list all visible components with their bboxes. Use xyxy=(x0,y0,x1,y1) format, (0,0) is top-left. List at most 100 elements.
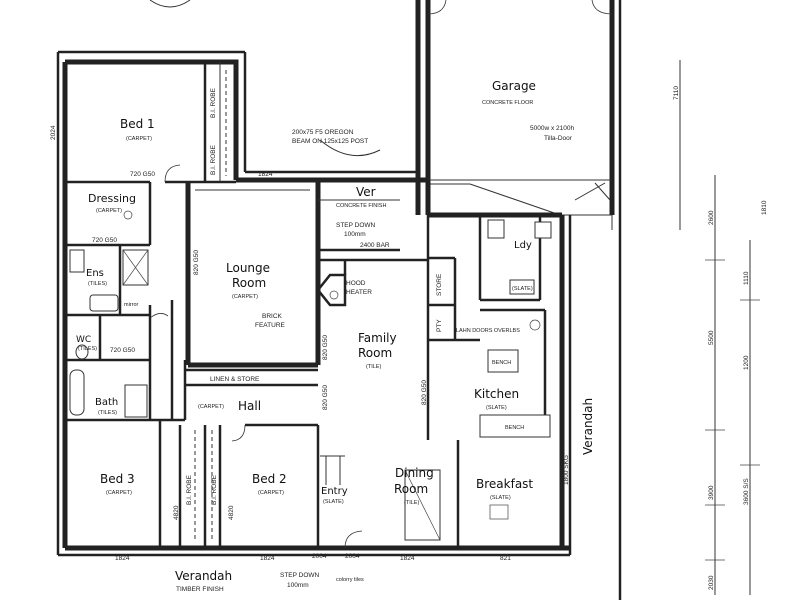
bed2-floor-label: (CARPET) xyxy=(258,490,284,496)
kitchen-bench-label-2: BENCH xyxy=(505,425,524,431)
lounge-title-2: Room xyxy=(232,276,266,290)
garage-floor-label: CONCRETE FLOOR xyxy=(482,100,533,106)
breakfast-area: Breakfast (SLATE) xyxy=(456,440,533,548)
dim-family-door-2: 820 G50 xyxy=(322,385,329,410)
garage-door-type: Tilla-Door xyxy=(544,135,573,142)
bed2-area: Bed 2 (CARPET) B.I. ROBE 4820 xyxy=(203,423,320,548)
ver-bar-label: 2400 BAR xyxy=(360,242,390,249)
dim-right-1200: 1200 xyxy=(743,355,750,370)
brick-feature-line-1: BRICK xyxy=(262,313,283,320)
bath-area: Bath (TILES) xyxy=(65,360,185,422)
bed1-robe-label: B.I. ROBE xyxy=(210,87,217,118)
dim-lounge-top: 1824 xyxy=(258,171,273,178)
linen-store-label: LINEN & STORE xyxy=(210,376,260,383)
hood-heater-line-1: HOOD xyxy=(346,280,366,287)
family-floor-label: (TILE) xyxy=(366,364,381,370)
hall-title: Hall xyxy=(238,399,261,413)
laundry-doors-label: LAHN DOORS OVERLBS xyxy=(456,328,520,334)
verandah-bottom-finish: TIMBER FINISH xyxy=(176,586,224,593)
wc-floor-label: (TILES) xyxy=(78,346,97,352)
dressing-title: Dressing xyxy=(88,192,136,205)
ver-floor-label: CONCRETE FINISH xyxy=(336,203,386,209)
kitchen-area: BENCH BENCH Kitchen (SLATE) xyxy=(474,308,551,438)
kitchen-title: Kitchen xyxy=(474,387,519,401)
dim-right-1110: 1110 xyxy=(743,271,750,285)
ver-step-label: STEP DOWN xyxy=(336,222,376,229)
dim-bottom-1: 1824 xyxy=(115,555,130,562)
bed1-area: B.I. ROBE B.I. ROBE Bed 1 (CARPET) 720 G… xyxy=(120,62,236,184)
bed1-floor-label: (CARPET) xyxy=(126,136,152,142)
hall-area: LINEN & STORE Hall (CARPET) xyxy=(148,300,318,420)
dim-family-door-3: 820 G50 xyxy=(421,380,428,405)
entry-title: Entry xyxy=(321,486,348,497)
bed3-floor-label: (CARPET) xyxy=(106,490,132,496)
bath-floor-label: (TILES) xyxy=(98,410,117,416)
lounge-floor-label: (CARPET) xyxy=(232,294,258,300)
dim-wc-door: 720 G50 xyxy=(110,347,135,354)
dining-area: Dining Room (TILE) xyxy=(394,466,441,541)
hood-heater-line-2: HEATER xyxy=(346,289,372,296)
wc-area: WC (TILES) 720 G50 xyxy=(65,315,150,362)
verandah-right-title: Verandah xyxy=(581,398,595,455)
dim-right-2600: 2600 xyxy=(708,210,715,225)
family-title-2: Room xyxy=(358,346,392,360)
hood-heater: HOOD HEATER xyxy=(316,273,372,307)
ensuite-title: Ens xyxy=(86,268,104,279)
dim-bed2-robe: 4820 xyxy=(228,505,235,520)
dim-right-2030: 2030 xyxy=(708,575,715,590)
dim-bottom-2: 1824 xyxy=(260,555,275,562)
kitchen-bench-label: BENCH xyxy=(492,360,511,366)
ver-area: 200x75 F5 OREGON BEAM ON 125x125 POST Ve… xyxy=(292,129,428,262)
right-dimensions: 7110 2600 5500 3900 2030 1110 1200 3600 … xyxy=(673,60,768,595)
brick-feature-line-2: FEATURE xyxy=(255,322,286,329)
dressing-area: Dressing (CARPET) 720 G50 xyxy=(65,180,152,247)
dim-right-5500: 5500 xyxy=(708,330,715,345)
garage-title: Garage xyxy=(492,79,536,93)
bath-title: Bath xyxy=(95,397,118,408)
dressing-floor-label: (CARPET) xyxy=(96,208,122,214)
garage-door-size: 5000w x 2100h xyxy=(530,125,574,132)
verandah-bottom: Verandah TIMBER FINISH STEP DOWN 100mm c… xyxy=(115,553,511,593)
bed1-title: Bed 1 xyxy=(120,117,155,131)
ensuite-area: Ens (TILES) mirror xyxy=(65,245,150,317)
dining-title-1: Dining xyxy=(395,466,434,480)
dim-dressing: 720 G50 xyxy=(92,237,117,244)
bed1-robe-label-2: B.I. ROBE xyxy=(210,144,217,175)
ver-title: Ver xyxy=(356,185,376,199)
dim-bed1-door: 720 G50 xyxy=(130,171,155,178)
dim-right-1810: 1810 xyxy=(761,200,768,215)
bed2-title: Bed 2 xyxy=(252,472,287,486)
beam-line-1: 200x75 F5 OREGON xyxy=(292,129,354,136)
entry-area: Entry (SLATE) xyxy=(320,455,363,549)
verandah-step-label: STEP DOWN xyxy=(280,572,320,579)
dim-family-door-1: 820 G50 xyxy=(322,335,329,360)
wc-title: WC xyxy=(76,335,91,345)
ensuite-floor-label: (TILES) xyxy=(88,281,107,287)
breakfast-floor-label: (SLATE) xyxy=(490,495,511,501)
bed3-area: Bed 3 (CARPET) B.I. ROBE 4820 xyxy=(100,420,196,548)
bed3-robe-label: B.I. ROBE xyxy=(186,474,193,505)
dim-left-top: 2024 xyxy=(50,125,57,140)
verandah-bottom-title: Verandah xyxy=(175,569,232,583)
breakfast-title: Breakfast xyxy=(476,477,533,491)
verandah-step-value: 100mm xyxy=(287,582,309,589)
dim-bottom-3: 2004 xyxy=(312,553,327,560)
kitchen-floor-label: (SLATE) xyxy=(486,405,507,411)
family-title-1: Family xyxy=(358,331,397,345)
lounge-title-1: Lounge xyxy=(226,261,270,275)
laundry-title: Ldy xyxy=(514,240,532,251)
pantry-label: PTY xyxy=(436,319,443,332)
dim-right-7110: 7110 xyxy=(673,86,680,100)
verandah-right: Verandah 1800 SKG xyxy=(563,398,595,485)
dim-right-3900: 3900 xyxy=(708,485,715,500)
ensuite-mirror-label: mirror xyxy=(124,302,139,308)
bed3-title: Bed 3 xyxy=(100,472,135,486)
dim-bottom-5: 1824 xyxy=(400,555,415,562)
dim-right-3600: 3600 S/S xyxy=(743,478,750,505)
store-label: STORE xyxy=(436,273,443,296)
dim-right-window: 1800 SKG xyxy=(563,455,570,485)
verandah-tiles-label: colorry tiles xyxy=(336,577,364,583)
family-area: Family Room (TILE) 820 G50 820 G50 820 G… xyxy=(322,215,430,440)
dim-bottom-6: 821 xyxy=(500,555,511,562)
